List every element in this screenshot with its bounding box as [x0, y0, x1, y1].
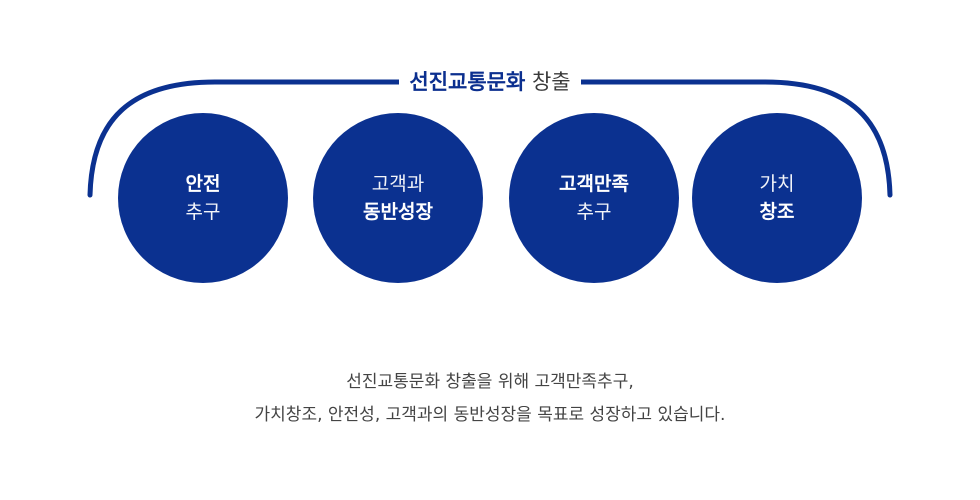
header-title-light: 창출: [531, 70, 571, 94]
value-circle-value: 가치 창조: [692, 113, 862, 283]
description: 선진교통문화 창출을 위해 고객만족추구, 가치창조, 안전성, 고객과의 동반…: [0, 366, 980, 432]
description-line2: 가치창조, 안전성, 고객과의 동반성장을 목표로 성장하고 있습니다.: [254, 405, 726, 425]
circle-line2: 추구: [185, 201, 221, 223]
header-title: 선진교통문화 창출: [0, 68, 980, 96]
circle-line2: 동반성장: [363, 201, 433, 223]
circle-line2: 추구: [576, 201, 612, 223]
value-circle-satisfaction: 고객만족 추구: [509, 113, 679, 283]
circle-line2: 창조: [759, 201, 795, 223]
value-circle-safety: 안전 추구: [118, 113, 288, 283]
description-line1: 선진교통문화 창출을 위해 고객만족추구,: [346, 372, 634, 392]
circle-line1: 가치: [759, 173, 795, 195]
value-circle-growth: 고객과 동반성장: [313, 113, 483, 283]
circle-line1: 고객만족: [559, 173, 629, 195]
circle-line1: 안전: [185, 173, 221, 195]
header-title-bold: 선진교통문화: [409, 70, 526, 94]
circle-line1: 고객과: [371, 173, 425, 195]
